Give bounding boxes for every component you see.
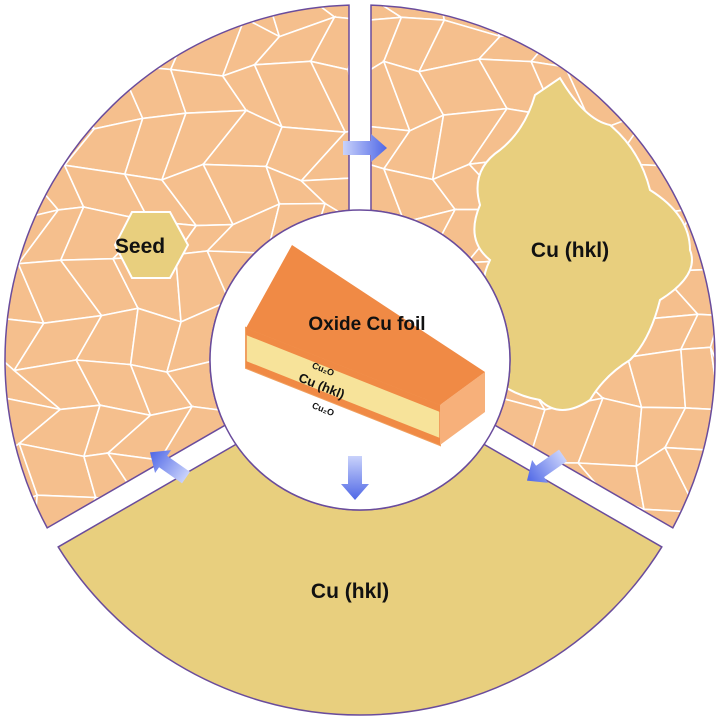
seed-grain xyxy=(113,211,190,279)
grain xyxy=(710,58,715,116)
grain xyxy=(68,5,157,24)
cu-hkl-label-bottom: Cu (hkl) xyxy=(311,580,389,603)
sector-single-crystal: Cu (hkl) xyxy=(57,443,663,716)
grain xyxy=(347,19,350,78)
grain xyxy=(529,10,603,68)
grain xyxy=(63,14,158,84)
grain xyxy=(309,5,350,21)
grain xyxy=(576,462,646,511)
grain xyxy=(565,5,648,16)
grain xyxy=(682,18,715,84)
grain xyxy=(676,5,715,26)
grain xyxy=(11,5,88,38)
grain xyxy=(714,113,715,177)
arrow-seed-to-growth xyxy=(343,134,387,162)
grain xyxy=(0,540,50,545)
grain xyxy=(4,5,60,37)
foil-side-face xyxy=(440,372,485,445)
grain xyxy=(4,114,48,166)
grain xyxy=(63,64,144,130)
grain xyxy=(563,11,649,78)
arrow-growth-to-single-crystal xyxy=(526,449,568,483)
grain xyxy=(714,165,715,222)
grain xyxy=(620,75,703,127)
grain xyxy=(621,14,697,83)
grain xyxy=(709,498,715,528)
foil-top-face xyxy=(246,245,485,405)
grain xyxy=(168,5,248,27)
large-grain xyxy=(473,76,693,411)
grain xyxy=(4,11,61,85)
grain xyxy=(683,57,715,127)
grain xyxy=(4,67,49,121)
grain xyxy=(710,16,715,86)
grain xyxy=(11,81,97,130)
arrow-foil-to-single-crystal xyxy=(341,456,369,500)
seed-label: Seed xyxy=(115,235,165,258)
foil-front-oxide-bottom xyxy=(246,361,440,445)
grain xyxy=(528,5,604,28)
foil-front-oxide-top xyxy=(246,328,440,412)
oxide-cu-foil: Oxide Cu foil Cu₂O Cu (hkl) Cu₂O xyxy=(245,245,485,447)
grain xyxy=(711,543,720,545)
foil-title: Oxide Cu foil xyxy=(308,314,425,335)
grain xyxy=(617,5,698,20)
grain xyxy=(108,5,193,27)
grain xyxy=(665,543,720,545)
grain xyxy=(660,111,715,178)
arrow-single-crystal-to-seed xyxy=(149,450,191,484)
grain xyxy=(347,68,350,130)
grain xyxy=(4,493,39,528)
grain xyxy=(680,346,715,411)
grain xyxy=(309,60,350,134)
grain xyxy=(11,20,88,84)
cu-hkl-label-top-right: Cu (hkl) xyxy=(531,239,609,262)
